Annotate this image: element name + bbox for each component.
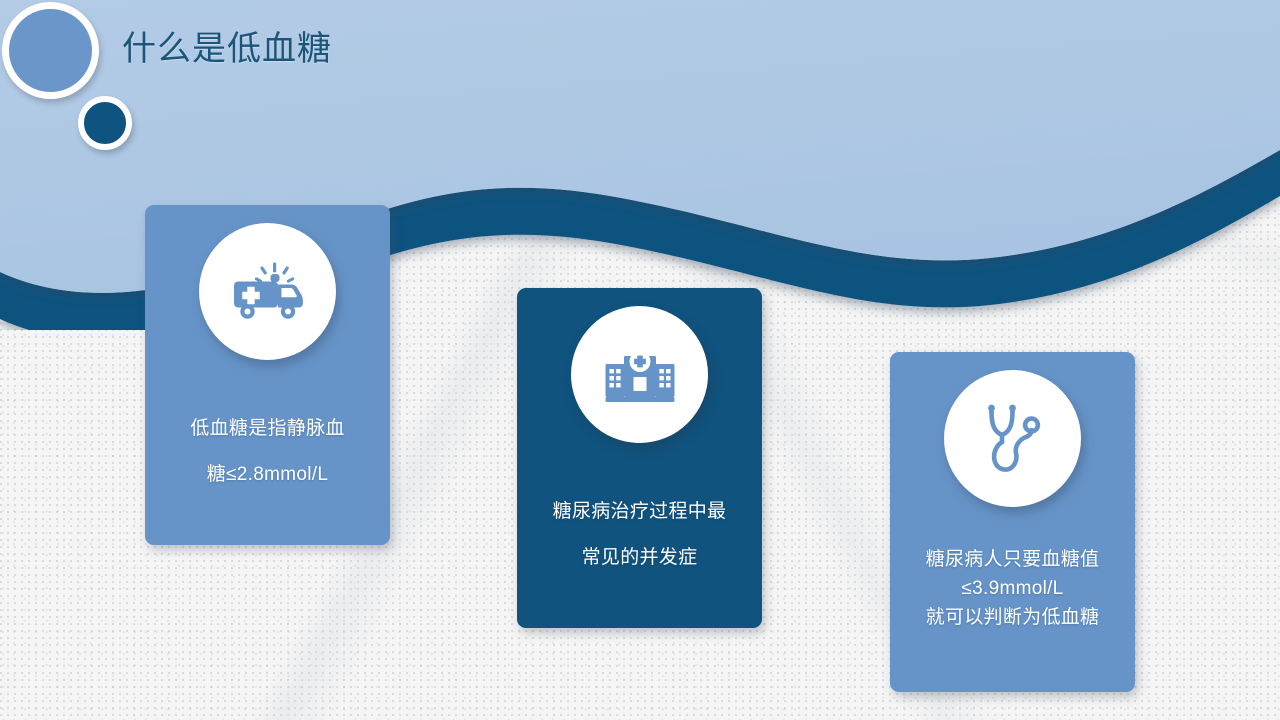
- card-line: 就可以判断为低血糖: [925, 607, 1100, 628]
- card-text-stethoscope: 糖尿病人只要血糖值 ≤3.9mmol/L 就可以判断为低血糖: [890, 545, 1135, 632]
- stethoscope-icon: [987, 404, 1040, 472]
- card-line: 常见的并发症: [581, 547, 698, 568]
- info-card-hospital[interactable]: 糖尿病治疗过程中最 常见的并发症: [517, 288, 762, 628]
- card-text-ambulance: 低血糖是指静脉血 糖≤2.8mmol/L: [145, 406, 390, 498]
- card-line: 糖尿病人只要血糖值: [925, 549, 1100, 570]
- card-line: ≤3.9mmol/L: [961, 578, 1064, 599]
- ambulance-icon-badge: [199, 223, 336, 360]
- card-line: 糖尿病治疗过程中最: [552, 501, 727, 522]
- decorative-circle-large: [2, 2, 99, 99]
- info-card-stethoscope[interactable]: 糖尿病人只要血糖值 ≤3.9mmol/L 就可以判断为低血糖: [890, 352, 1135, 692]
- hospital-icon-badge: [571, 306, 708, 443]
- ambulance-icon: [233, 262, 303, 319]
- page-title: 什么是低血糖: [122, 30, 332, 68]
- decorative-circle-small: [78, 96, 132, 150]
- card-line: 低血糖是指静脉血: [190, 418, 345, 439]
- stethoscope-icon-badge: [944, 370, 1081, 507]
- info-card-ambulance[interactable]: 低血糖是指静脉血 糖≤2.8mmol/L: [145, 205, 390, 545]
- card-line: 糖≤2.8mmol/L: [206, 464, 329, 485]
- card-text-hospital: 糖尿病治疗过程中最 常见的并发症: [517, 489, 762, 581]
- hospital-icon: [605, 350, 674, 402]
